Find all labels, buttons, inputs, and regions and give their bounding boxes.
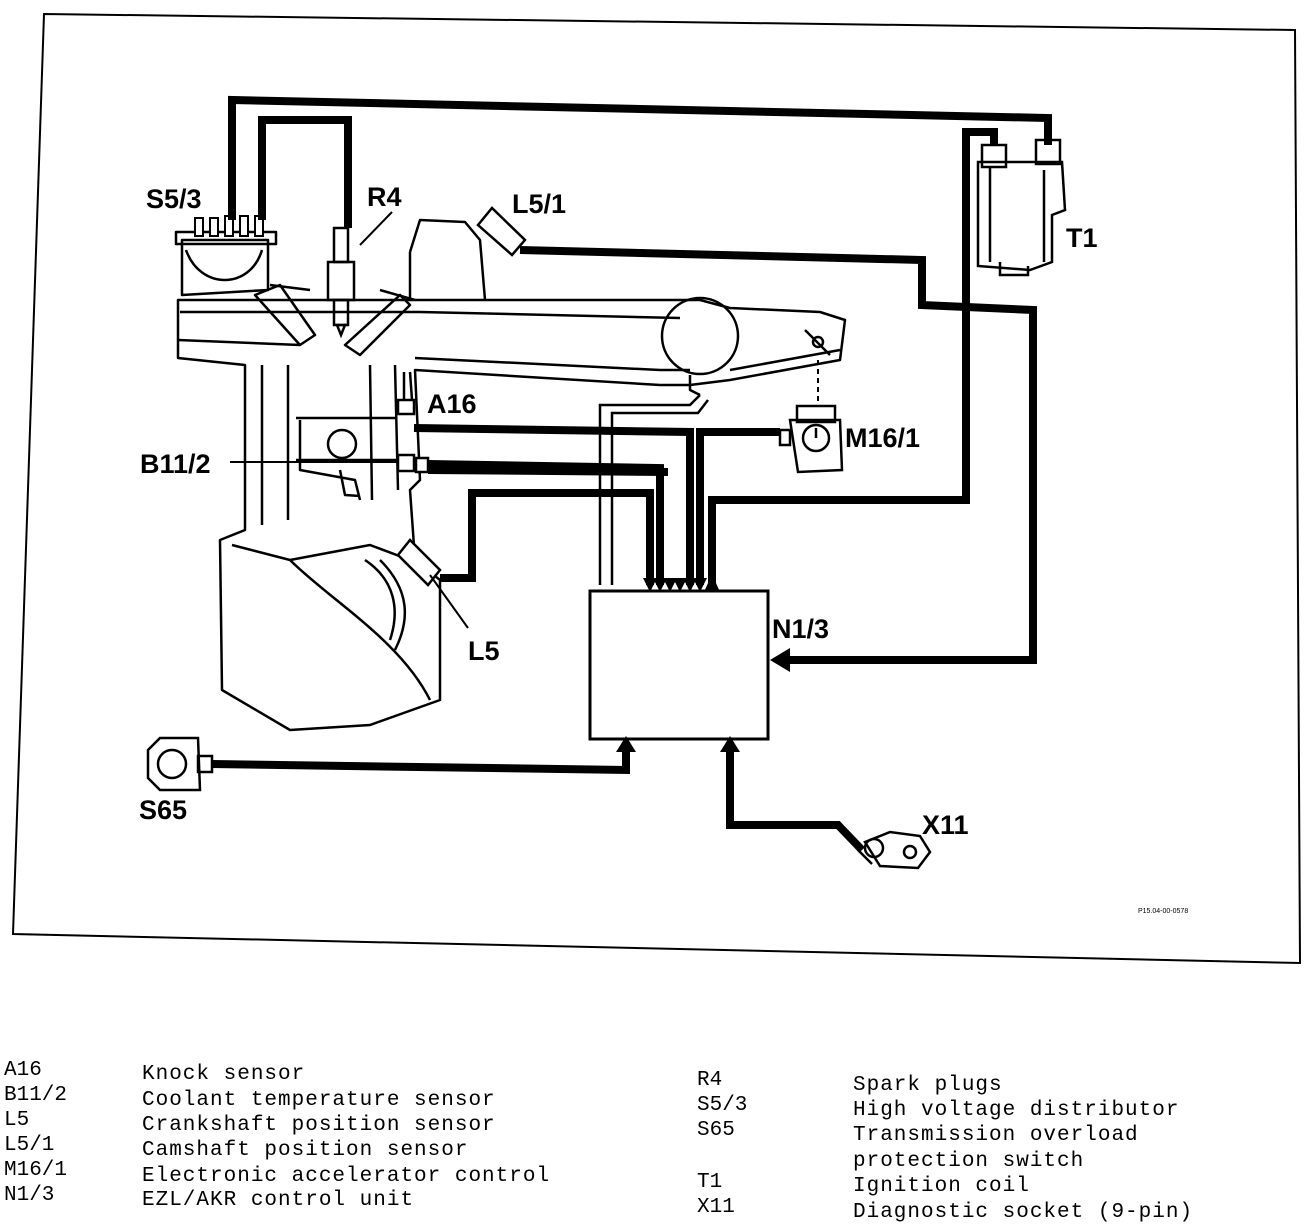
legend-desc: Crankshaft position sensor bbox=[142, 1114, 496, 1137]
label-l5-1: L5/1 bbox=[512, 189, 567, 219]
arrowheads bbox=[616, 574, 790, 752]
label-t1: T1 bbox=[1066, 223, 1098, 253]
legend-desc: Diagnostic socket (9-pin) bbox=[853, 1201, 1194, 1224]
label-b11-2: B11/2 bbox=[140, 449, 211, 479]
legend-code: A16 bbox=[4, 1059, 42, 1082]
legend-desc: Coolant temperature sensor bbox=[142, 1089, 496, 1112]
legend-code: L5 bbox=[4, 1109, 30, 1132]
legend-desc: protection switch bbox=[853, 1150, 1085, 1173]
engine-outline bbox=[174, 218, 847, 732]
legend-desc: Transmission overload bbox=[853, 1124, 1139, 1147]
label-m16-1: M16/1 bbox=[845, 423, 921, 453]
ignition-coil bbox=[976, 138, 1067, 277]
legend-desc: EZL/AKR control unit bbox=[142, 1189, 415, 1212]
camshaft-sensor bbox=[476, 206, 527, 257]
legend-desc: Spark plugs bbox=[853, 1074, 1003, 1097]
control-unit-box bbox=[588, 589, 770, 741]
legend-code: N1/3 bbox=[4, 1184, 55, 1207]
diagnostic-socket bbox=[857, 830, 932, 870]
label-a16: A16 bbox=[427, 389, 477, 419]
label-n1-3: N1/3 bbox=[772, 614, 830, 644]
label-s65: S65 bbox=[139, 795, 188, 825]
label-x11: X11 bbox=[922, 810, 969, 840]
sensor-terminals bbox=[230, 398, 430, 474]
crankshaft-sensor bbox=[396, 538, 469, 629]
legend-desc: Knock sensor bbox=[142, 1063, 306, 1086]
label-s5-3: S5/3 bbox=[146, 184, 202, 214]
legend-code: X11 bbox=[697, 1196, 735, 1219]
legend-code: S65 bbox=[697, 1119, 735, 1142]
legend-code: S5/3 bbox=[697, 1094, 748, 1117]
figure-ref-code: P15.04-00-0578 bbox=[1138, 908, 1189, 915]
label-r4: R4 bbox=[367, 182, 402, 212]
spark-plug bbox=[326, 211, 393, 339]
legend-desc: Ignition coil bbox=[853, 1175, 1030, 1198]
diagram-frame bbox=[11, 12, 1302, 965]
legend-code: M16/1 bbox=[4, 1159, 68, 1182]
legend-code: B11/2 bbox=[4, 1084, 68, 1107]
transmission-switch bbox=[146, 736, 214, 792]
wiring-diagram bbox=[11, 12, 1302, 965]
legend-code: R4 bbox=[697, 1069, 723, 1092]
legend-desc: Camshaft position sensor bbox=[142, 1139, 469, 1162]
legend-desc: Electronic accelerator control bbox=[142, 1165, 551, 1188]
legend-code: T1 bbox=[697, 1171, 723, 1194]
label-l5: L5 bbox=[468, 636, 500, 666]
accelerator-actuator bbox=[778, 360, 844, 474]
legend-code: L5/1 bbox=[4, 1134, 55, 1157]
thin-wiring bbox=[402, 371, 709, 585]
legend-desc: High voltage distributor bbox=[853, 1099, 1180, 1122]
